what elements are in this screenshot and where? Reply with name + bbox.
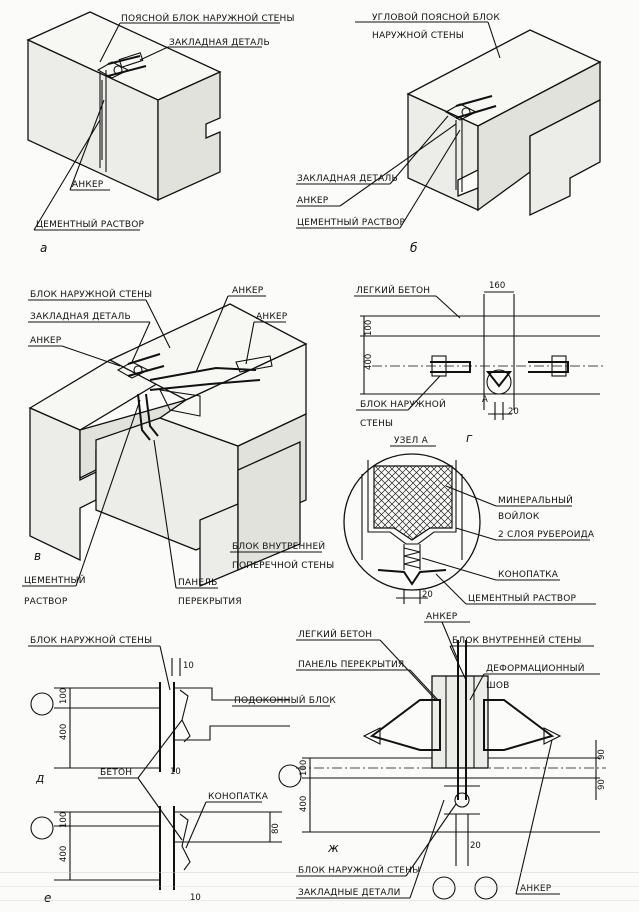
dim-100-e: 100	[59, 812, 69, 828]
dim-100-g: 100	[364, 320, 374, 336]
figure-zh-letter: ж	[327, 841, 339, 855]
scan-noise	[0, 872, 639, 901]
label-beton: БЕТОН	[100, 768, 132, 778]
dim-10-e: 10	[190, 893, 201, 903]
label-anker-v-top: АНКЕР	[232, 286, 264, 296]
dim-400-e: 400	[59, 846, 69, 862]
label-konopatka-e: КОНОПАТКА	[208, 792, 269, 802]
label-blok-vnutr-v-1: БЛОК ВНУТРЕННЕЙ	[232, 540, 325, 552]
label-cement-node: ЦЕМЕНТНЫЙ РАСТВОР	[468, 592, 577, 604]
figure-a-labels: ПОЯСНОЙ БЛОК НАРУЖНОЙ СТЕНЫ ЗАКЛАДНАЯ ДЕ…	[34, 12, 295, 255]
figure-b	[406, 29, 602, 217]
label-zakladnaya-detal-v: ЗАКЛАДНАЯ ДЕТАЛЬ	[30, 312, 131, 322]
dim-20-zh: 20	[470, 841, 481, 851]
dim-100-zh: 100	[299, 760, 309, 776]
node-a-marker: А	[482, 395, 488, 405]
label-cement: ЦЕМЕНТНЫЙ РАСТВОР	[36, 218, 145, 230]
dim-10-d-bottom: 10	[170, 767, 181, 777]
label-anker-zh-bottom: АНКЕР	[520, 884, 552, 894]
label-ruberoid: 2 СЛОЯ РУБЕРОИДА	[498, 530, 595, 540]
label-panel-v-2: ПЕРЕКРЫТИЯ	[178, 597, 242, 607]
figure-a-letter: а	[40, 241, 47, 255]
label-legkiy-beton-g: ЛЕГКИЙ БЕТОН	[356, 284, 430, 296]
dim-20-node: 20	[422, 590, 433, 600]
figure-v-labels: БЛОК НАРУЖНОЙ СТЕНЫ ЗАКЛАДНАЯ ДЕТАЛЬ АНК…	[22, 286, 334, 607]
label-mineralnyy-2: ВОЙЛОК	[498, 510, 540, 522]
label-legkiy-beton-zh: ЛЕГКИЙ БЕТОН	[298, 628, 372, 640]
label-mineralnyy-1: МИНЕРАЛЬНЫЙ	[498, 494, 573, 506]
label-konopatka-node: КОНОПАТКА	[498, 570, 559, 580]
figure-a	[26, 11, 222, 231]
label-blok-naruzhnoy-d: БЛОК НАРУЖНОЙ СТЕНЫ	[30, 634, 152, 646]
label-blok-vnutr-v-2: ПОПЕРЕЧНОЙ СТЕНЫ	[232, 559, 334, 571]
dim-400-g: 400	[364, 354, 374, 370]
figure-g-letter: г	[466, 431, 473, 445]
dim-10-d-top: 10	[183, 661, 194, 671]
dim-90-zh-2: 90	[597, 779, 607, 790]
dim-80-e: 80	[271, 823, 281, 834]
figure-zh-labels: ЛЕГКИЙ БЕТОН АНКЕР БЛОК ВНУТРЕННЕЙ СТЕНЫ…	[296, 612, 600, 899]
label-anker: АНКЕР	[72, 180, 104, 190]
label-zakladnaya-detal-b: ЗАКЛАДНАЯ ДЕТАЛЬ	[297, 174, 398, 184]
figure-e-letter: е	[44, 891, 51, 905]
label-blok-naruzhnoy-zh: БЛОК НАРУЖНОЙ СТЕНЫ	[298, 864, 420, 876]
label-blok-naruzhnoy-g-2: СТЕНЫ	[360, 419, 393, 429]
label-anker-b: АНКЕР	[297, 196, 329, 206]
figure-e: 80 100 400 10 БЕТОН КОНОПАТКА е	[30, 719, 282, 905]
dim-20-g: 20	[508, 407, 519, 417]
label-uglovoy-blok-1: УГЛОВОЙ ПОЯСНОЙ БЛОК	[372, 11, 500, 23]
label-deformatsionnyy-1: ДЕФОРМАЦИОННЫЙ	[486, 662, 585, 674]
node-a-detail: 20 УЗЕЛ А	[343, 436, 481, 604]
figure-b-letter: б	[410, 241, 418, 255]
label-cement-v-1: ЦЕМЕНТНЫЙ	[24, 574, 86, 586]
dim-100-d: 100	[59, 688, 69, 704]
label-zakladnaya-detal: ЗАКЛАДНАЯ ДЕТАЛЬ	[169, 38, 270, 48]
figure-zh: 100 400 90 90 20	[278, 640, 607, 900]
label-poyasnoy-blok: ПОЯСНОЙ БЛОК НАРУЖНОЙ СТЕНЫ	[121, 12, 295, 24]
label-podokonnyy: ПОДОКОННЫЙ БЛОК	[234, 694, 336, 706]
node-a-labels: МИНЕРАЛЬНЫЙ ВОЙЛОК 2 СЛОЯ РУБЕРОИДА КОНО…	[421, 485, 596, 605]
label-blok-vnutr-zh: БЛОК ВНУТРЕННЕЙ СТЕНЫ	[452, 634, 582, 646]
figure-g-labels: ЛЕГКИЙ БЕТОН БЛОК НАРУЖНОЙ СТЕНЫ г	[354, 284, 473, 445]
label-deformatsionnyy-2: ШОВ	[486, 681, 509, 691]
label-zakladnye-detali: ЗАКЛАДНЫЕ ДЕТАЛИ	[298, 888, 401, 898]
label-blok-naruzhnoy-v: БЛОК НАРУЖНОЙ СТЕНЫ	[30, 288, 152, 300]
label-anker-zh-top: АНКЕР	[426, 612, 458, 622]
label-cement-b: ЦЕМЕНТНЫЙ РАСТВОР	[297, 216, 406, 228]
label-uglovoy-blok-2: НАРУЖНОЙ СТЕНЫ	[372, 29, 464, 41]
label-panel-perekrytiya-zh: ПАНЕЛЬ ПЕРЕКРЫТИЯ	[298, 660, 404, 670]
label-panel-v-1: ПАНЕЛЬ	[178, 578, 218, 588]
node-a-title: УЗЕЛ А	[394, 436, 429, 446]
figure-d-letter: д	[35, 771, 44, 785]
label-cement-v-2: РАСТВОР	[24, 597, 68, 607]
label-blok-naruzhnoy-g-1: БЛОК НАРУЖНОЙ	[360, 398, 446, 410]
dim-400-d: 400	[59, 724, 69, 740]
figure-v	[28, 303, 308, 587]
figure-g: 100 400 160 20 А	[360, 281, 606, 420]
label-anker-v-left: АНКЕР	[30, 336, 62, 346]
label-anker-v-right: АНКЕР	[256, 312, 288, 322]
figure-b-labels: УГЛОВОЙ ПОЯСНОЙ БЛОК НАРУЖНОЙ СТЕНЫ ЗАКЛ…	[296, 11, 501, 255]
figure-d: 100 400 10 10 БЛОК НАРУЖНОЙ СТЕНЫ ПОДОКО…	[28, 634, 336, 785]
dim-90-zh: 90	[597, 749, 607, 760]
dim-400-zh: 400	[299, 796, 309, 812]
figure-v-letter: в	[34, 549, 41, 563]
dim-160-g: 160	[489, 281, 505, 291]
